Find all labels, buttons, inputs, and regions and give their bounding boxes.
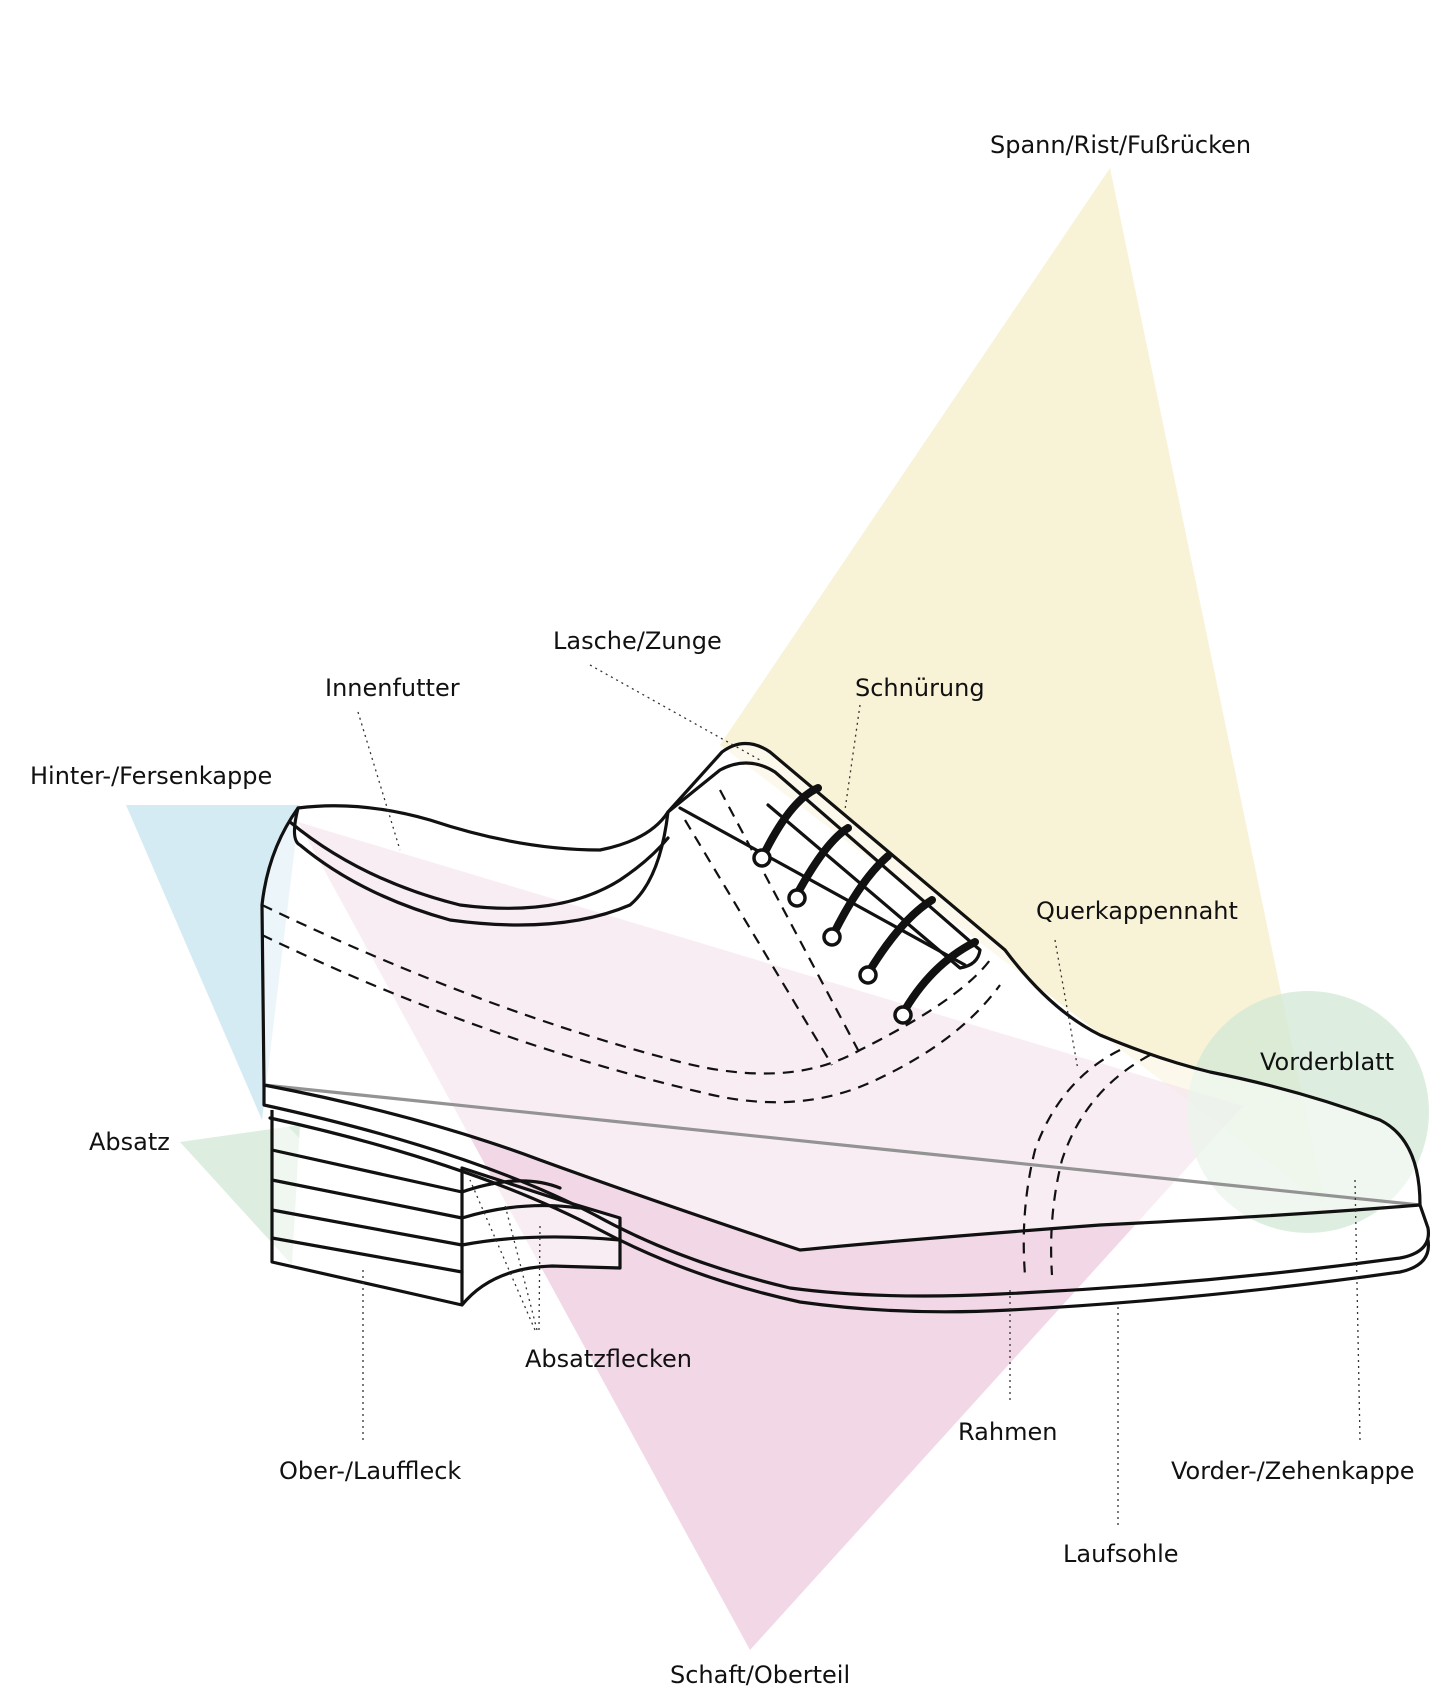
stitch-toecap-1 — [1022, 1049, 1121, 1276]
absatz-region — [180, 1125, 300, 1265]
stitch-quarter-1 — [684, 819, 833, 1066]
leader-lines — [357, 664, 1361, 1525]
label-vorderkappe: Vorder-/Zehenkappe — [1171, 1457, 1415, 1485]
hinterkappe-region — [126, 805, 300, 1120]
spann-region — [720, 168, 1325, 1205]
laces — [758, 784, 979, 1019]
eyelet-3 — [822, 927, 842, 947]
label-hinterkappe: Hinter-/Fersenkappe — [30, 762, 272, 790]
leader-querkappennaht — [1054, 939, 1079, 1071]
stitch-toecap-2 — [1050, 1054, 1151, 1276]
collar-lining — [292, 806, 670, 927]
label-schaft: Schaft/Oberteil — [670, 1661, 850, 1689]
heel-block — [270, 1110, 622, 1307]
collar-inner — [288, 820, 670, 910]
label-vorderblatt: Vorderblatt — [1260, 1048, 1394, 1076]
label-spann: Spann/Rist/Fußrücken — [990, 131, 1251, 159]
label-laufsohle: Laufsohle — [1063, 1540, 1179, 1568]
label-lasche: Lasche/Zunge — [553, 627, 722, 655]
eyelet-5 — [893, 1005, 913, 1025]
label-absatz: Absatz — [89, 1128, 170, 1156]
leader-innenfutter — [357, 711, 401, 851]
eyelet-1 — [752, 848, 772, 868]
outsole — [262, 1083, 1431, 1298]
leader-vorderkappe — [1354, 1179, 1361, 1441]
label-querkappennaht: Querkappennaht — [1036, 897, 1238, 925]
eyelet-2 — [787, 888, 807, 908]
welt-line — [268, 1116, 1431, 1314]
leader-lasche — [589, 664, 761, 761]
label-oberlauffleck: Ober-/Lauffleck — [279, 1457, 461, 1485]
eyelet-4 — [858, 965, 878, 985]
label-innenfutter: Innenfutter — [325, 674, 460, 702]
label-absatzflecken: Absatzflecken — [525, 1345, 692, 1373]
label-schnuerung: Schnürung — [855, 674, 985, 702]
heel-layer-lines — [270, 1148, 622, 1274]
quarter-line — [678, 806, 967, 967]
shoe-illustration — [260, 741, 1431, 1314]
stitch-heel-2 — [261, 934, 1001, 1104]
stitch-heel-1 — [261, 904, 991, 1075]
upper-outline — [260, 741, 1422, 1252]
label-rahmen: Rahmen — [958, 1418, 1057, 1446]
